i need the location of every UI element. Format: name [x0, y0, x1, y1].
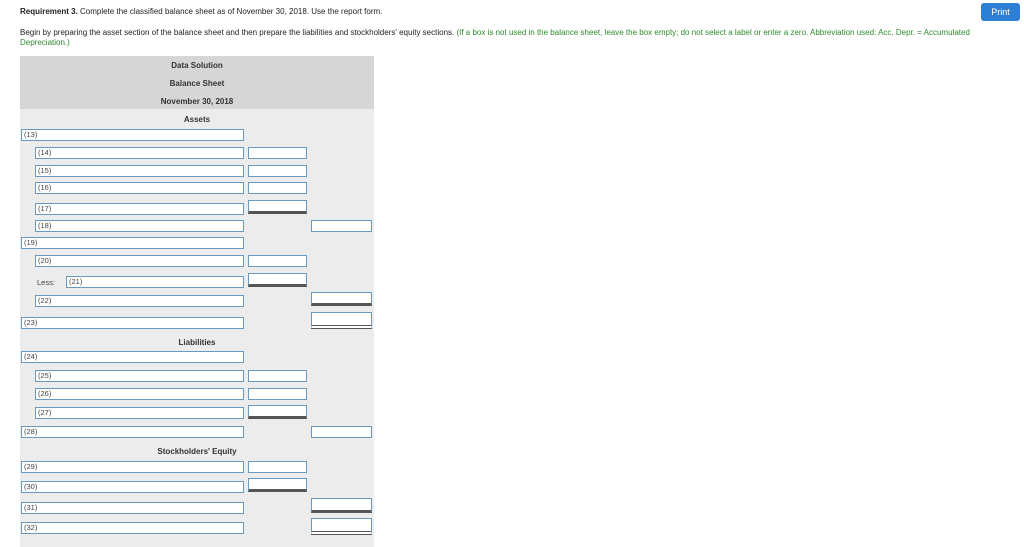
amount-input-16[interactable]	[248, 182, 307, 194]
amount-input-25[interactable]	[248, 370, 307, 382]
label-select-15[interactable]: (15)	[35, 165, 244, 177]
amount-input-23[interactable]	[311, 312, 372, 329]
less-label: Less:	[37, 278, 55, 287]
liabilities-heading: Liabilities	[178, 338, 216, 347]
statement-title: Balance Sheet	[169, 79, 225, 88]
label-select-13[interactable]: (13)	[21, 129, 244, 141]
amount-input-29[interactable]	[248, 461, 307, 473]
assets-heading: Assets	[183, 115, 211, 124]
instructions: Begin by preparing the asset section of …	[20, 28, 1015, 48]
requirement-text: Requirement 3. Complete the classified b…	[20, 7, 382, 16]
amount-input-31[interactable]	[311, 498, 372, 513]
label-select-27[interactable]: (27)	[35, 407, 244, 419]
amount-input-26[interactable]	[248, 388, 307, 400]
label-select-18[interactable]: (18)	[35, 220, 244, 232]
label-select-22[interactable]: (22)	[35, 295, 244, 307]
amount-input-28[interactable]	[311, 426, 372, 438]
amount-input-30[interactable]	[248, 478, 307, 492]
amount-input-32[interactable]	[311, 518, 372, 535]
label-select-24[interactable]: (24)	[21, 351, 244, 363]
label-select-19[interactable]: (19)	[21, 237, 244, 249]
company-name: Data Solution	[171, 61, 223, 70]
amount-input-21[interactable]	[248, 273, 307, 287]
amount-input-18[interactable]	[311, 220, 372, 232]
label-select-26[interactable]: (26)	[35, 388, 244, 400]
amount-input-15[interactable]	[248, 165, 307, 177]
amount-input-22[interactable]	[311, 292, 372, 306]
label-select-31[interactable]: (31)	[21, 502, 244, 514]
amount-input-14[interactable]	[248, 147, 307, 159]
statement-date: November 30, 2018	[160, 97, 234, 106]
instructions-note: (If a box is not used in the balance she…	[20, 28, 970, 47]
label-select-14[interactable]: (14)	[35, 147, 244, 159]
label-select-23[interactable]: (23)	[21, 317, 244, 329]
label-select-20[interactable]: (20)	[35, 255, 244, 267]
label-select-21[interactable]: (21)	[66, 276, 244, 288]
label-select-25[interactable]: (25)	[35, 370, 244, 382]
requirement-label: Requirement 3.	[20, 7, 78, 16]
label-select-30[interactable]: (30)	[21, 481, 244, 493]
equity-heading: Stockholders' Equity	[157, 447, 237, 456]
label-select-16[interactable]: (16)	[35, 182, 244, 194]
amount-input-27[interactable]	[248, 405, 307, 419]
print-button[interactable]: Print	[981, 3, 1020, 21]
amount-input-17[interactable]	[248, 200, 307, 214]
amount-input-20[interactable]	[248, 255, 307, 267]
label-select-17[interactable]: (17)	[35, 203, 244, 215]
balance-sheet-header	[20, 56, 374, 109]
label-select-29[interactable]: (29)	[21, 461, 244, 473]
instructions-main: Begin by preparing the asset section of …	[20, 28, 457, 37]
label-select-28[interactable]: (28)	[21, 426, 244, 438]
requirement-description: Complete the classified balance sheet as…	[77, 7, 383, 16]
label-select-32[interactable]: (32)	[21, 522, 244, 534]
